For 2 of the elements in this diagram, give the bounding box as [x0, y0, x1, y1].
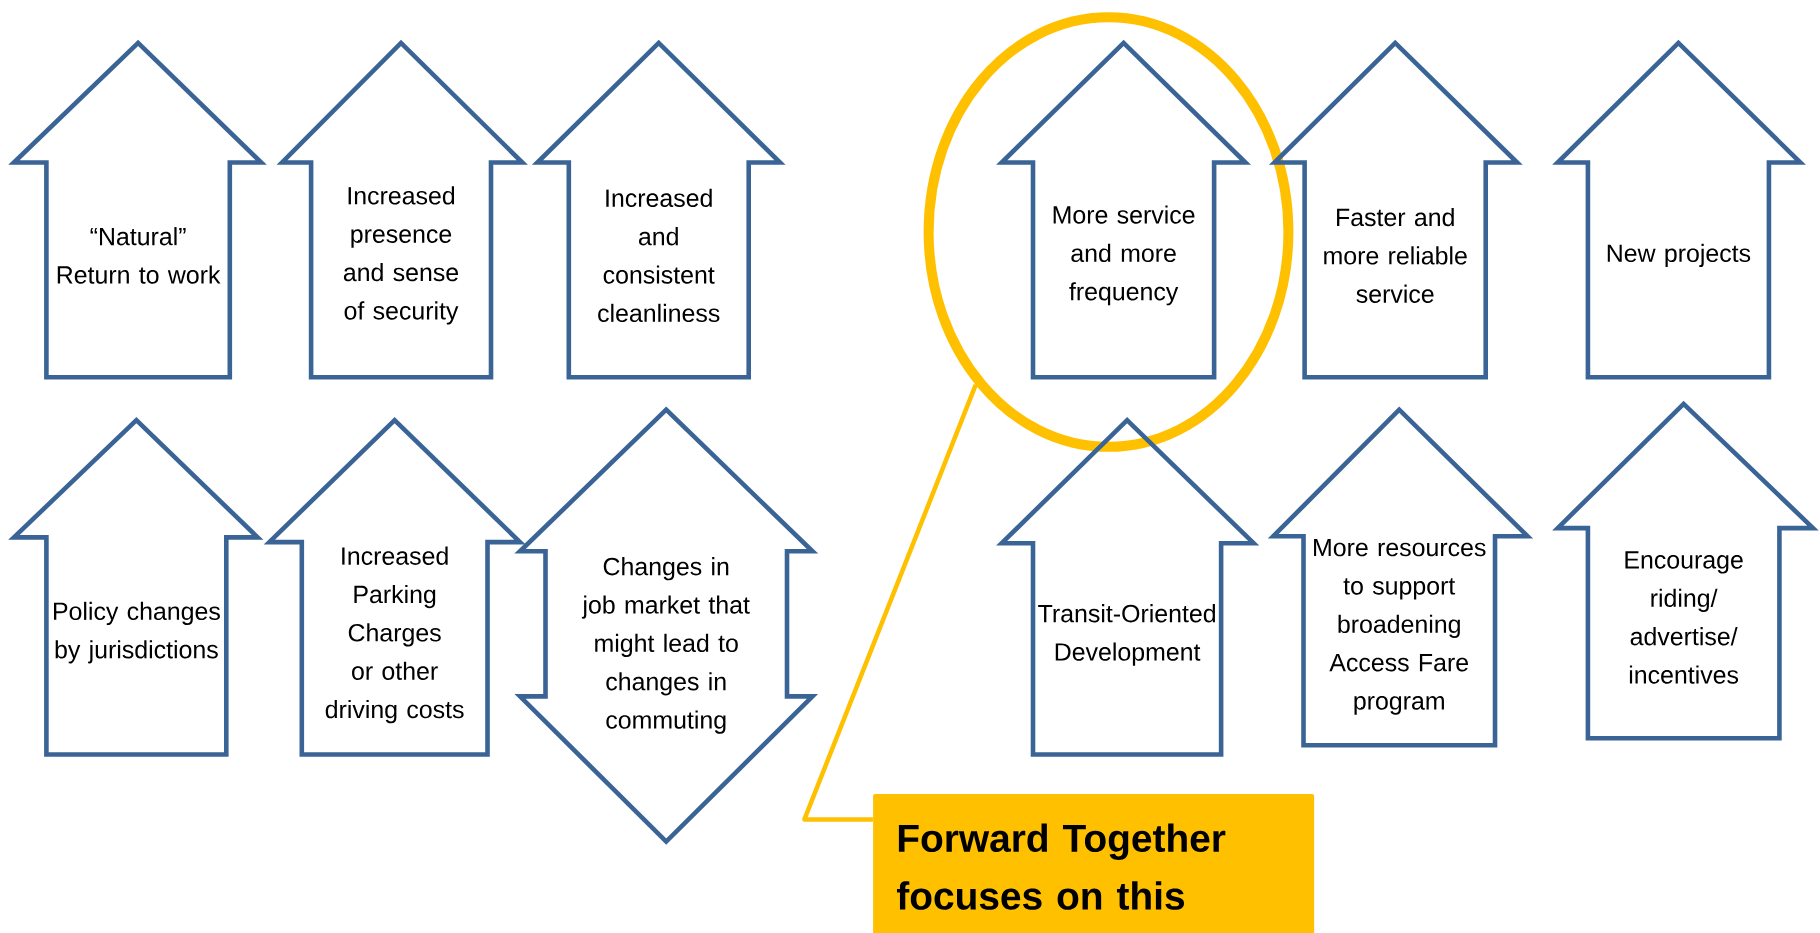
- callout-box: Forward Together focuses on this: [873, 794, 1315, 933]
- leader-line: [802, 384, 978, 822]
